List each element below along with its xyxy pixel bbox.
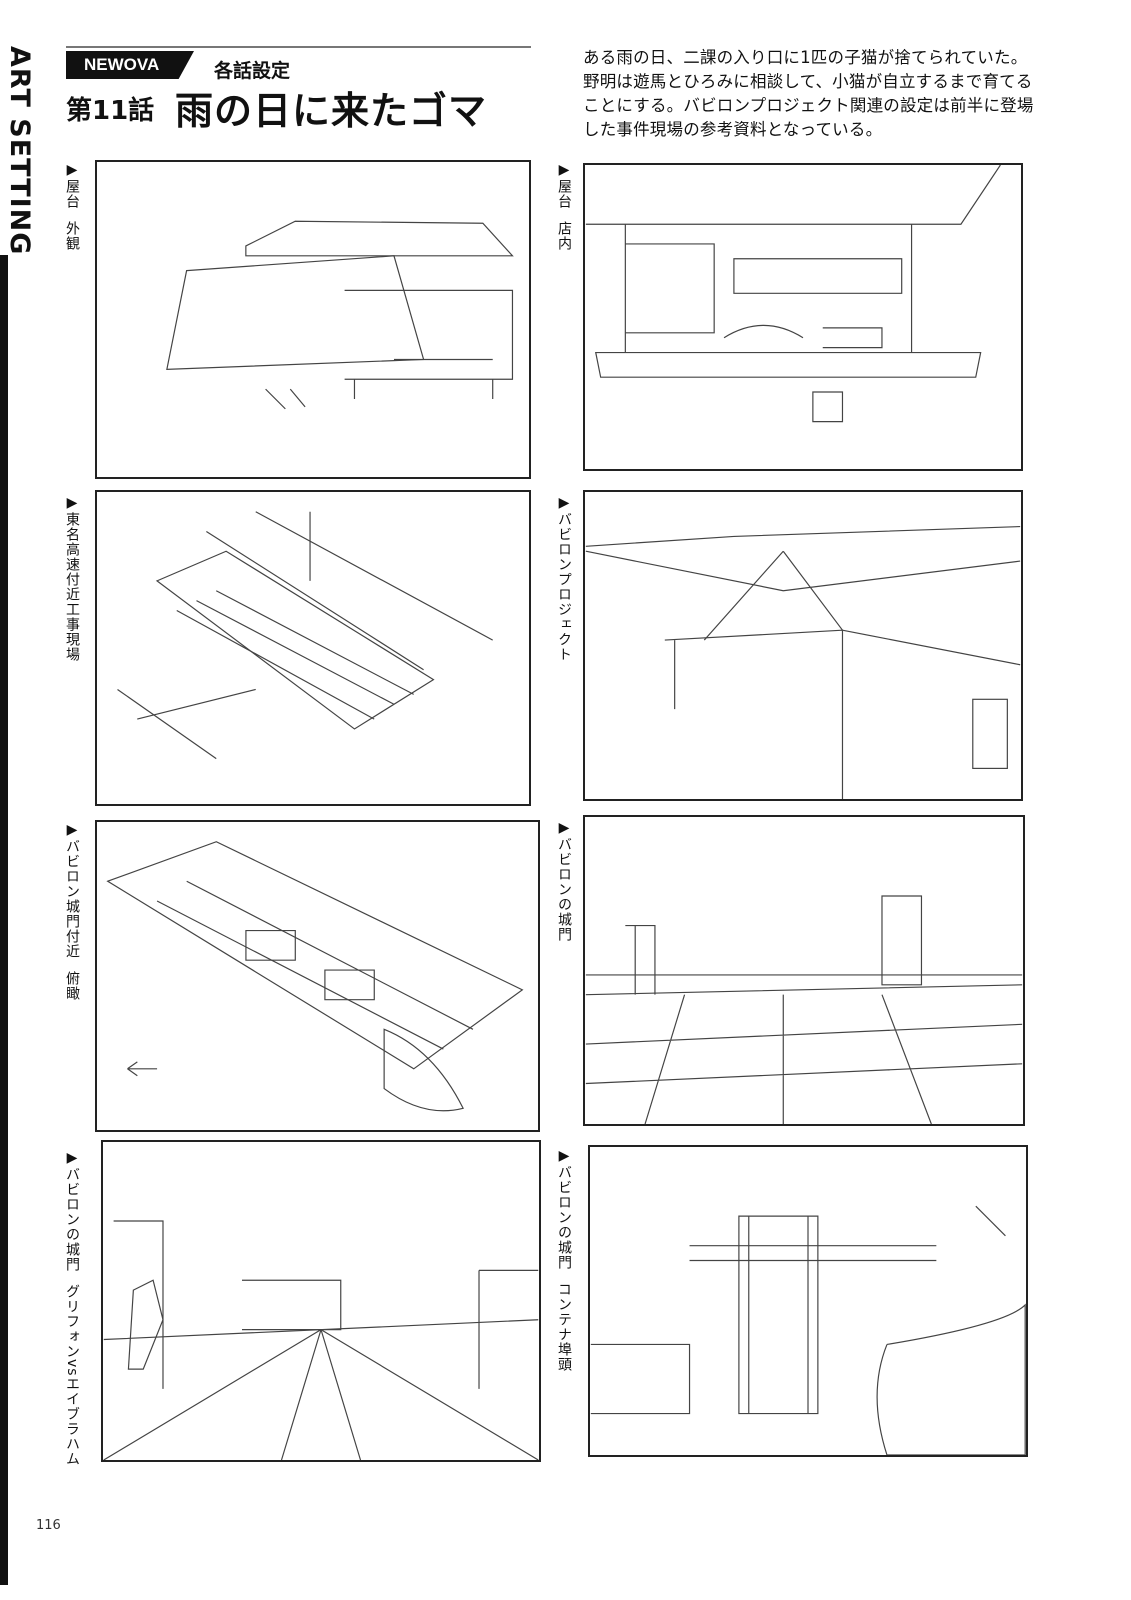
caption: ▶屋台店内 xyxy=(556,162,572,251)
spine-bar xyxy=(0,255,8,1585)
caption: ▶東名高速付近工事現場 xyxy=(64,495,80,662)
sketch-griffon-vs-abraham xyxy=(101,1140,541,1462)
sketch-babylon-project xyxy=(583,490,1023,801)
series-badge: NEWOVA xyxy=(66,51,194,79)
caption: ▶バビロンの城門 xyxy=(556,820,572,942)
sketch-babylon-gate xyxy=(583,815,1025,1126)
episode-number: 第11話 xyxy=(66,96,155,126)
sketch-container-wharf xyxy=(588,1145,1028,1457)
section-label: 各話設定 xyxy=(214,60,291,82)
sketch-tomei-construction-site xyxy=(95,490,531,806)
spine-label: ART SETTING xyxy=(4,46,35,256)
caption: ▶屋台外観 xyxy=(64,162,80,251)
intro-text: ある雨の日、二課の入り口に1匹の子猫が捨てられていた。野明は遊馬とひろみに相談し… xyxy=(583,48,1034,139)
sketch-yatai-exterior xyxy=(95,160,531,479)
caption: ▶バビロンの城門コンテナ埠頭 xyxy=(556,1148,572,1372)
header-rule xyxy=(66,46,531,48)
caption: ▶バビロンの城門グリフォンvsエイブラハム xyxy=(64,1150,80,1467)
page-number: 116 xyxy=(36,1518,61,1533)
sketch-yatai-interior xyxy=(583,163,1023,471)
episode-title: 雨の日に来たゴマ xyxy=(175,89,488,133)
caption: ▶バビロンプロジェクト xyxy=(556,495,572,662)
sketch-babylon-gate-aerial xyxy=(95,820,540,1132)
caption: ▶バビロン城門付近俯瞰 xyxy=(64,822,80,1001)
